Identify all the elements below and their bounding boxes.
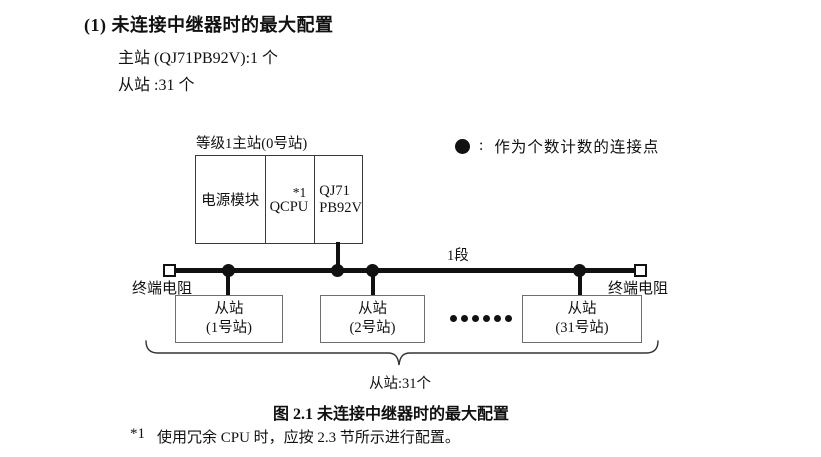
- module-qj71pb92v: QJ71 PB92V: [315, 156, 362, 243]
- master-station-label: 等级1主站(0号站): [196, 136, 308, 152]
- slave31-name: 从站: [567, 301, 597, 317]
- figure-caption: 图 2.1 未连接中继器时的最大配置: [272, 406, 509, 423]
- ellipsis-dots-icon: [450, 315, 512, 322]
- slave31-drop-line: [578, 270, 582, 296]
- slave-total-label: 从站:31个: [368, 376, 432, 392]
- module-qcpu-label: QCPU: [269, 198, 309, 215]
- slave1-drop-line: [226, 270, 230, 296]
- slave-station-box-2: 从站 (2号站): [320, 295, 425, 343]
- slave-station-box-31: 从站 (31号站): [522, 295, 642, 343]
- legend-text: 作为个数计数的连接点: [494, 139, 660, 156]
- slave1-number: (1号站): [206, 320, 252, 336]
- footnote-reference-mark: *1: [292, 184, 307, 200]
- terminator-label-right: 终端电阻: [608, 281, 669, 297]
- section-heading: (1) 未连接中继器时的最大配置: [84, 15, 334, 35]
- connection-point-dot-icon: [455, 138, 470, 154]
- terminator-label-left: 终端电阻: [132, 281, 193, 297]
- module-qcpu: *1 QCPU: [266, 156, 316, 243]
- brace-under-slaves: [145, 340, 659, 366]
- legend-separator: :: [479, 137, 485, 154]
- slave2-name: 从站: [358, 301, 387, 317]
- master-drop-line: [336, 242, 340, 270]
- terminator-resistor-right-icon: [634, 264, 647, 277]
- footnote-ref: *1: [130, 426, 145, 442]
- connection-dot: [366, 264, 379, 277]
- terminator-resistor-left-icon: [163, 264, 176, 277]
- legend: : 作为个数计数的连接点: [455, 135, 659, 157]
- slave2-number: (2号站): [349, 320, 396, 336]
- connection-dot: [573, 264, 586, 277]
- slave1-name: 从站: [214, 301, 244, 317]
- master-count-line: 主站 (QJ71PB92V):1 个: [118, 50, 279, 67]
- module-power-supply: 电源模块: [196, 156, 266, 243]
- slave2-drop-line: [371, 270, 375, 296]
- connection-dot: [222, 264, 235, 277]
- slave-count-line: 从站 :31 个: [118, 77, 195, 94]
- slave31-number: (31号站): [555, 320, 609, 336]
- segment-label: 1段: [447, 248, 469, 264]
- bus-segment-line: [176, 268, 635, 273]
- footnote-text: 使用冗余 CPU 时，应按 2.3 节所示进行配置。: [157, 430, 460, 446]
- connection-dot: [331, 264, 344, 277]
- slave-station-box-1: 从站 (1号站): [175, 295, 283, 343]
- module-qj71pb92v-line1: QJ71: [319, 182, 350, 199]
- master-station-box: 电源模块 *1 QCPU QJ71 PB92V: [195, 155, 363, 244]
- module-qj71pb92v-line2: PB92V: [319, 199, 362, 216]
